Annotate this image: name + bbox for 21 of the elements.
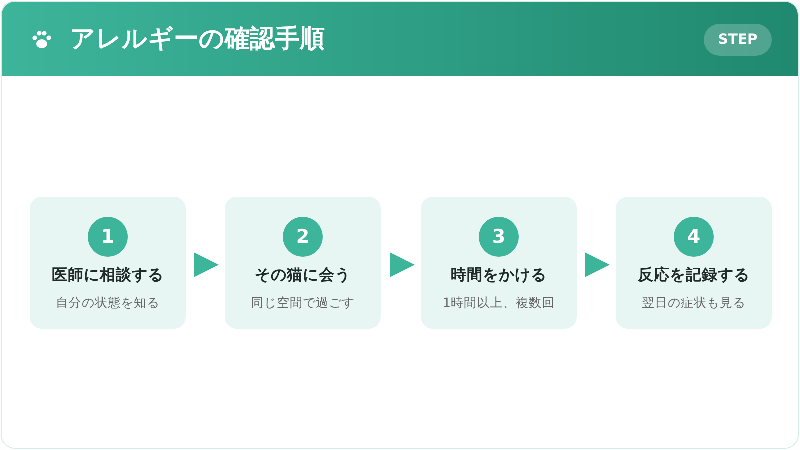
arrow [389, 252, 415, 278]
step-description: 同じ空間で過ごす [250, 294, 356, 312]
arrow [194, 252, 219, 278]
step-number: 1 [88, 217, 128, 257]
step-description: 翌日の症状も見る [641, 294, 747, 312]
step-heading: 医師に相談する [51, 265, 165, 286]
step-badge: STEP [704, 24, 772, 56]
step-description: 1時間以上、複数回 [442, 294, 556, 312]
step-number: 2 [283, 217, 323, 257]
step-number: 3 [479, 217, 519, 257]
step-description: 自分の状態を知る [55, 294, 161, 312]
step-card [421, 197, 577, 329]
step-card [616, 197, 772, 329]
title: アレルギーの確認手順 [70, 23, 325, 55]
step-card [30, 197, 186, 329]
step-number: 4 [674, 217, 714, 257]
step-heading: その猫に会う [254, 265, 352, 286]
arrow [585, 252, 610, 278]
step-card [225, 197, 381, 329]
step-heading: 反応を記録する [636, 265, 751, 286]
step-heading: 時間をかける [450, 265, 548, 286]
